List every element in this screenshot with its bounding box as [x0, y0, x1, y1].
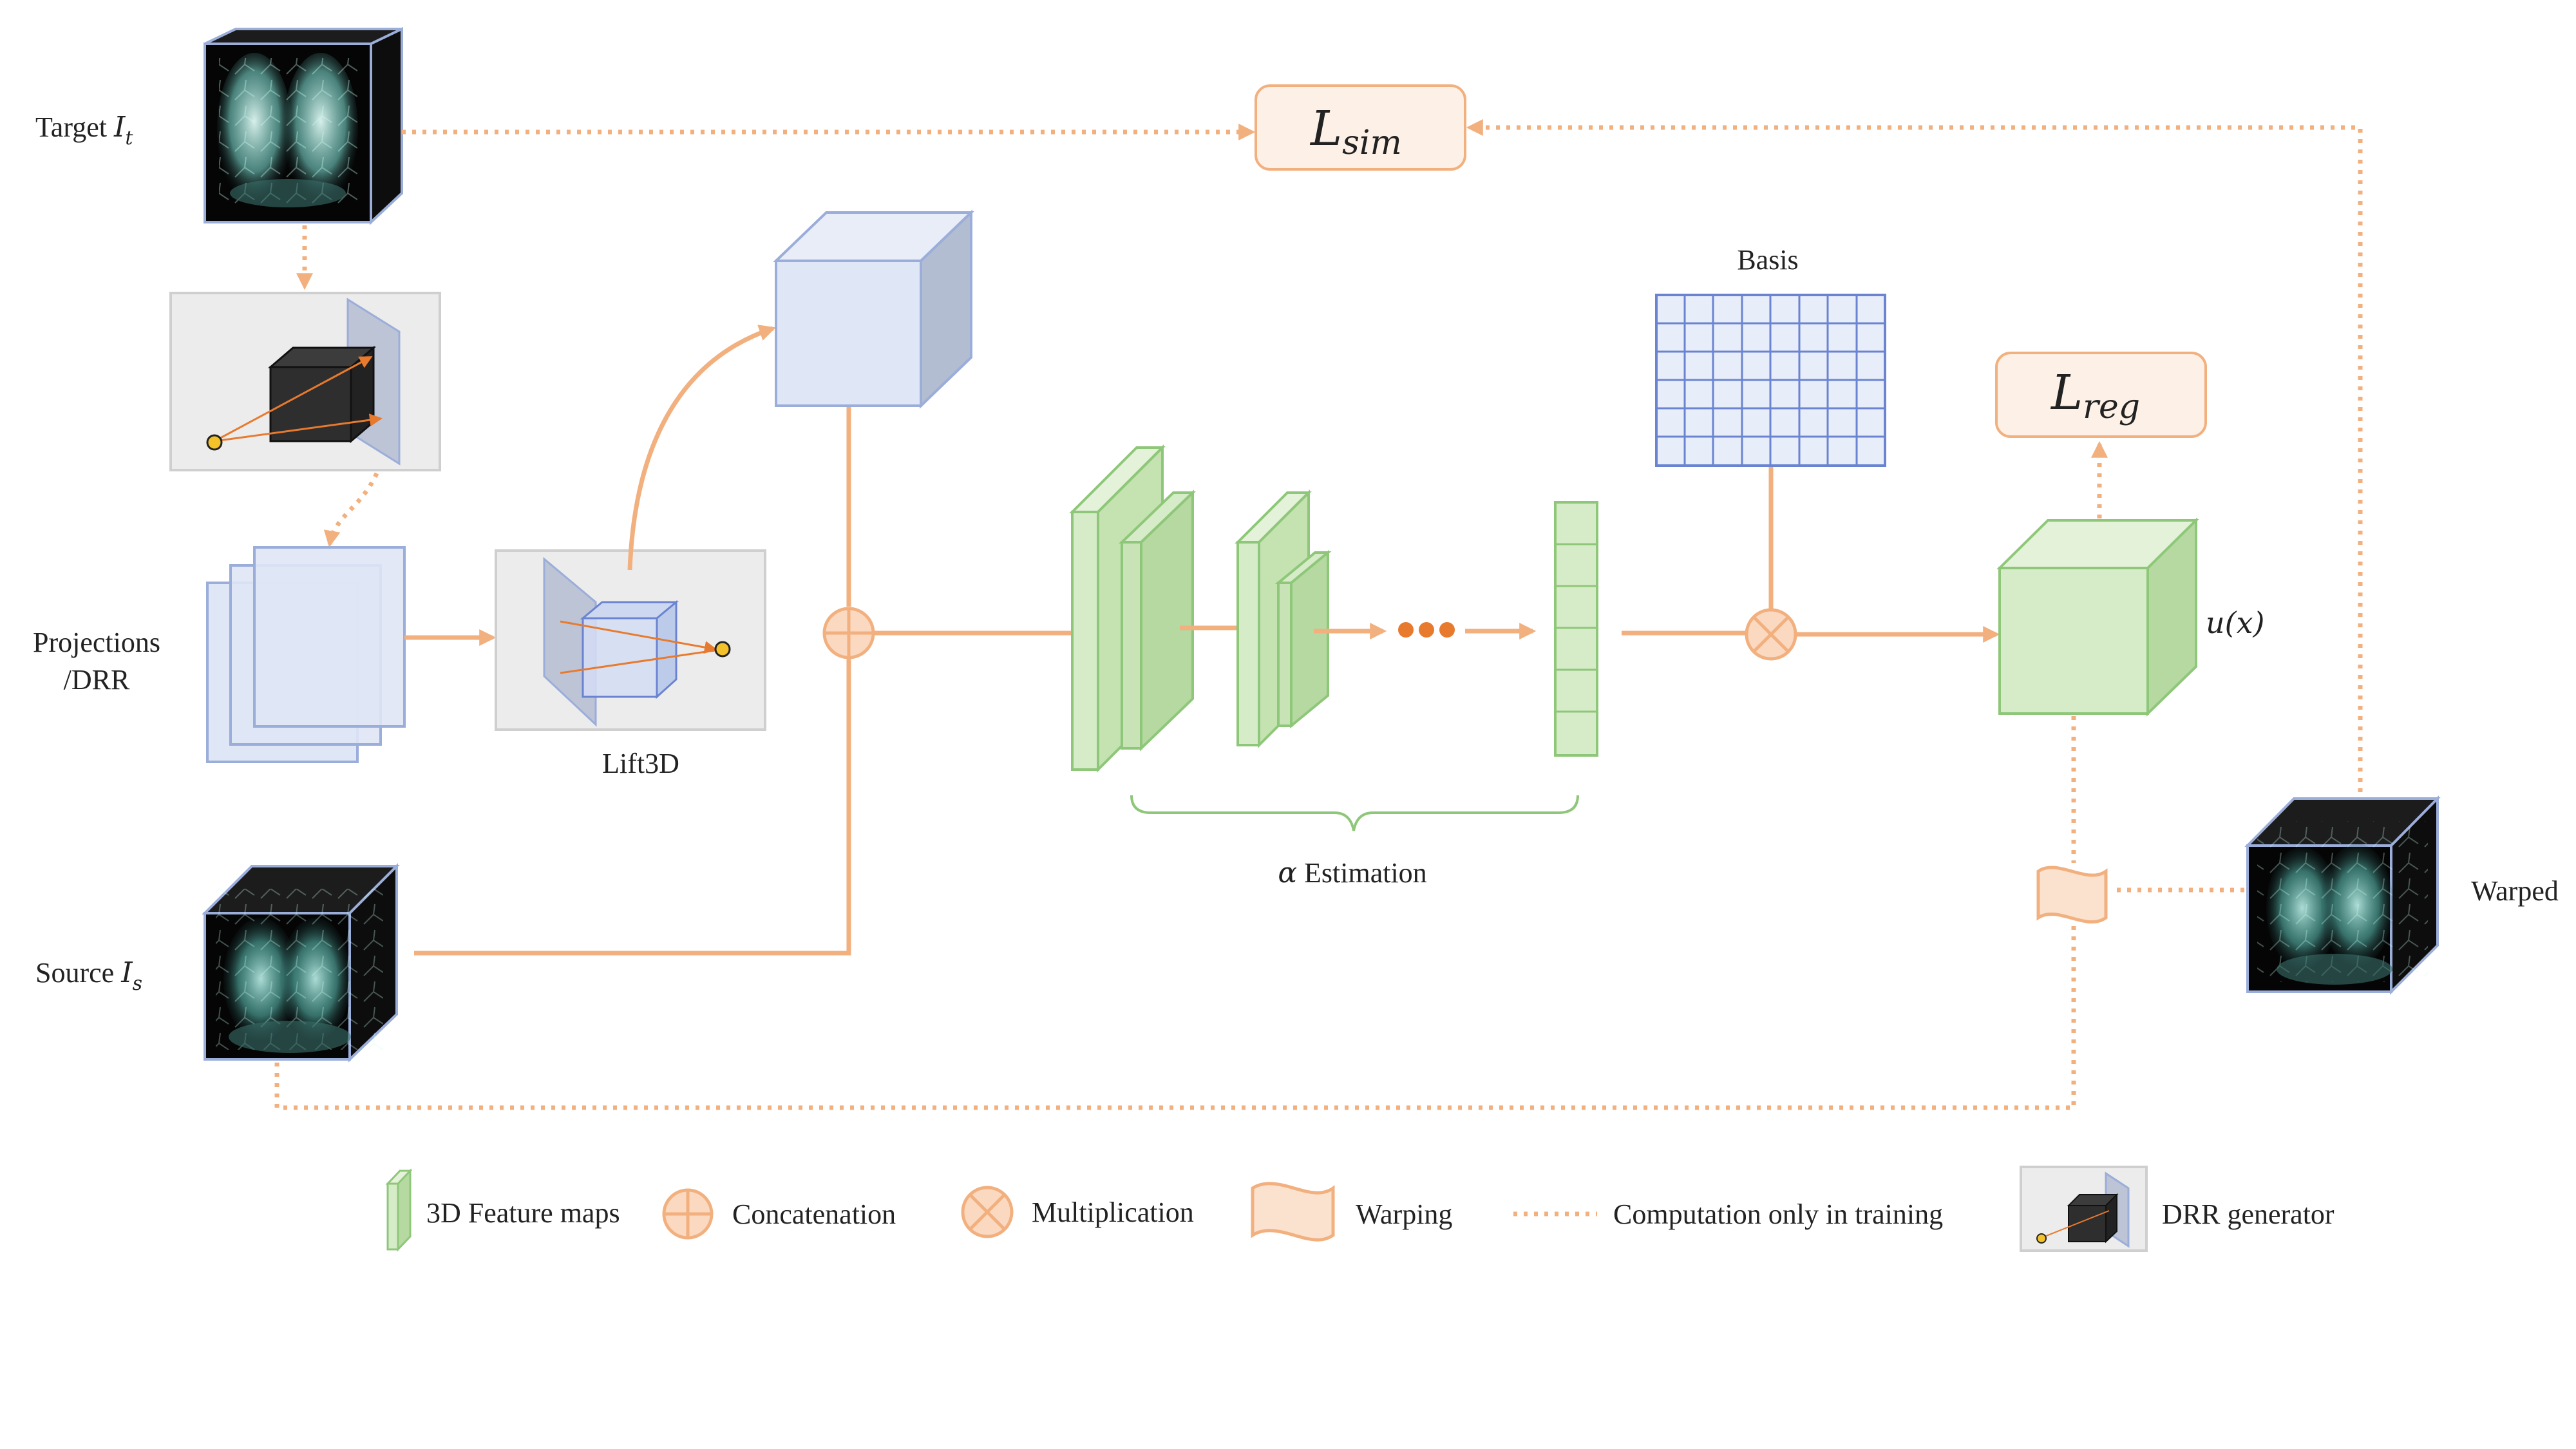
warped-to-lsim-line: [1466, 119, 2363, 792]
source-label: Source Is: [35, 956, 142, 995]
target-volume: [204, 26, 403, 225]
projections-label-line2: /DRR: [64, 664, 130, 696]
legend-warping-label: Warping: [1356, 1198, 1452, 1230]
drr-to-projections-line: [323, 472, 379, 548]
projections-label-line1: Projections: [33, 627, 160, 658]
legend-warping-icon: [1251, 1182, 1335, 1242]
legend-multiplication-icon: [961, 1186, 1014, 1238]
alpha-vector: [1554, 501, 1598, 757]
basis-label: Basis: [1737, 244, 1798, 276]
source-volume: [202, 863, 400, 1063]
legend-drr-generator-icon: [2020, 1166, 2148, 1252]
legend-feature-map-icon: [385, 1168, 413, 1252]
legend-multiplication-label: Multiplication: [1032, 1197, 1194, 1228]
target-label: Target It: [35, 111, 133, 149]
svg-text:Lsim: Lsim: [1309, 101, 1402, 162]
displacement-label: u(x): [2206, 605, 2264, 640]
projection-stack: [206, 546, 406, 763]
legend-concatenation-icon: [662, 1188, 714, 1240]
legend-feature-maps-label: 3D Feature maps: [426, 1197, 620, 1229]
source-to-warp-line: [274, 924, 2076, 1110]
legend: 3D Feature maps Concatenation Multiplica…: [385, 1166, 2334, 1252]
concatenation-node: [822, 607, 875, 659]
lift3d-to-volume-arrow: [627, 325, 776, 571]
lift3d-panel: [495, 549, 766, 731]
svg-text:Lreg: Lreg: [2050, 365, 2140, 426]
displacement-field-volume: [1996, 517, 2199, 717]
legend-concatenation-label: Concatenation: [732, 1198, 896, 1230]
lift3d-label: Lift3D: [602, 748, 679, 779]
drr-generator-panel: [169, 292, 441, 471]
alpha-estimation-label: α Estimation: [1278, 857, 1426, 889]
ellipsis-dots: [1398, 622, 1455, 638]
warped-label: Warped: [2471, 875, 2559, 907]
loss-sim-box: Lsim: [1255, 84, 1466, 171]
multiplication-node: [1745, 608, 1797, 661]
legend-training-label: Computation only in training: [1613, 1198, 1943, 1230]
feature-map-4: [1274, 549, 1332, 729]
lifted-feature-volume: [773, 209, 974, 409]
feature-map-2: [1119, 489, 1196, 752]
basis-grid: [1655, 294, 1886, 467]
legend-drr-generator-label: DRR generator: [2162, 1198, 2334, 1230]
alpha-estimation-brace: [1130, 795, 1579, 831]
loss-reg-box: Lreg: [1995, 352, 2207, 438]
source-to-concat-line: [414, 658, 851, 956]
warped-volume: [2244, 795, 2441, 995]
warping-node: [2036, 866, 2108, 923]
